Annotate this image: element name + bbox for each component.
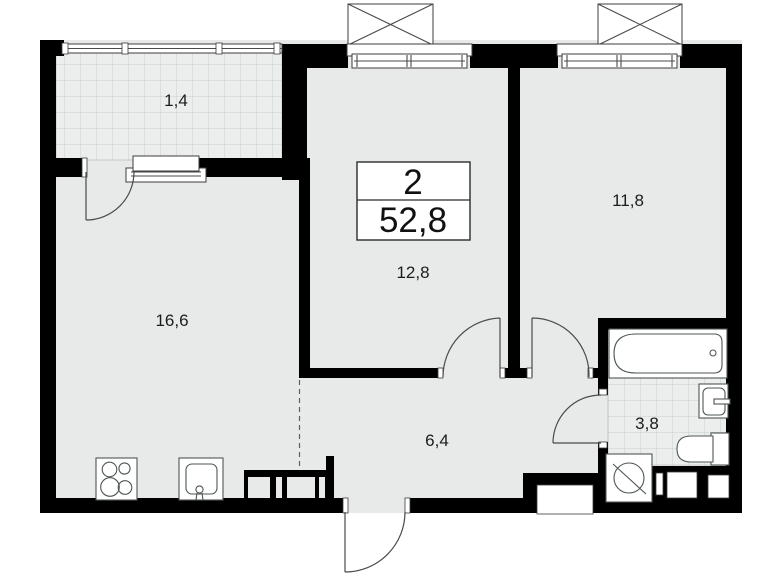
wall-bottom-left bbox=[40, 498, 343, 513]
wall-bedroom-divider bbox=[508, 68, 520, 368]
total-area: 52,8 bbox=[379, 201, 447, 240]
bathtub bbox=[608, 328, 728, 379]
wall-living-top-a bbox=[40, 158, 87, 177]
facade-box-1-cross-icon bbox=[347, 3, 434, 46]
jamb-bath-top bbox=[598, 388, 608, 396]
balcony-tile-floor bbox=[55, 51, 283, 161]
wash-basin-faucet-icon bbox=[713, 398, 731, 405]
niche-vent-mid bbox=[666, 471, 698, 499]
bedroom2-door bbox=[531, 317, 590, 378]
kitchen-sink-faucet-icon bbox=[195, 485, 204, 494]
wall-hall-top-b bbox=[500, 368, 532, 378]
kitchen-cabinet-end-post bbox=[326, 456, 334, 498]
bathtub-drain-icon bbox=[709, 349, 717, 357]
label-bedroom-2: 11,8 bbox=[612, 191, 644, 210]
title-box: 2 52,8 bbox=[356, 161, 471, 241]
jamb-balcony-door bbox=[81, 157, 88, 178]
kitchen-cabinet-panel-2 bbox=[276, 477, 282, 498]
jamb-bedroom1-left bbox=[437, 367, 444, 379]
kitchen-cabinet-panel-1 bbox=[248, 477, 270, 498]
window-balcony-living-lines bbox=[131, 171, 201, 177]
wall-left bbox=[40, 40, 56, 513]
wall-hall-top-a bbox=[299, 368, 443, 378]
niche-vent-small bbox=[655, 472, 664, 496]
washing-machine-slash-icon bbox=[612, 463, 647, 495]
wall-bathroom-left-lower bbox=[598, 442, 608, 502]
jamb-bedroom2-right bbox=[587, 367, 594, 379]
entrance-door bbox=[344, 511, 406, 573]
bedroom1-door bbox=[442, 317, 501, 378]
facade-box-2-cross-icon bbox=[597, 3, 683, 46]
wall-bathroom-left-upper bbox=[598, 318, 608, 395]
label-bathroom: 3,8 bbox=[635, 414, 659, 433]
window-bedroom2-lines bbox=[564, 55, 675, 67]
door-jambs bbox=[81, 157, 608, 514]
stove-burner-2 bbox=[118, 462, 131, 475]
balcony-glazing-post-1 bbox=[61, 42, 69, 55]
kitchen-cabinet-panel-4 bbox=[319, 477, 325, 498]
wall-living-bedroom1 bbox=[299, 158, 310, 378]
bathroom-door bbox=[552, 394, 602, 444]
fixtures bbox=[95, 328, 731, 503]
balcony-glazing-post-2 bbox=[121, 42, 129, 55]
jamb-bedroom2-left bbox=[526, 367, 533, 379]
window-bedroom1-lines bbox=[354, 55, 465, 67]
toilet-tank bbox=[710, 432, 730, 466]
jamb-bedroom1-right bbox=[499, 367, 506, 379]
kitchen-sink-basin bbox=[185, 463, 218, 495]
wall-top-1 bbox=[282, 44, 348, 68]
floors bbox=[40, 40, 742, 513]
title-box-frame bbox=[356, 161, 471, 241]
wall-living-top-b bbox=[199, 158, 307, 177]
label-hallway: 6,4 bbox=[425, 431, 449, 450]
balcony-glazing-post-3 bbox=[215, 42, 223, 55]
bathtub-basin bbox=[613, 333, 723, 374]
doors bbox=[85, 171, 602, 573]
wall-right bbox=[726, 44, 742, 513]
room-labels: 1,4 16,6 12,8 11,8 6,4 3,8 bbox=[155, 91, 658, 450]
kitchen-sink-faucet-stem bbox=[195, 492, 204, 501]
wall-top-2 bbox=[470, 44, 558, 68]
label-balcony: 1,4 bbox=[164, 91, 188, 110]
window-balcony-living-frame bbox=[132, 155, 200, 172]
label-living-kitchen: 16,6 bbox=[155, 311, 188, 330]
wall-bathroom-top bbox=[598, 318, 742, 330]
stove-burner-1 bbox=[101, 461, 118, 478]
stove-burner-3 bbox=[100, 477, 120, 497]
walls bbox=[40, 40, 742, 515]
kitchen-cabinet-panel-3 bbox=[287, 477, 315, 498]
label-bedroom-1: 12,8 bbox=[396, 263, 429, 282]
niche-vent-right bbox=[707, 474, 730, 499]
jamb-entrance-left bbox=[342, 497, 349, 514]
balcony-door bbox=[85, 171, 135, 221]
rooms-count: 2 bbox=[403, 163, 422, 202]
washing-machine-drum-icon bbox=[613, 462, 645, 494]
niche-step bbox=[536, 484, 594, 515]
toilet-bowl bbox=[676, 435, 714, 463]
jamb-entrance-right bbox=[404, 497, 411, 514]
windows bbox=[61, 3, 683, 183]
jamb-bath-bottom bbox=[598, 441, 608, 449]
balcony-glazing-post-4 bbox=[273, 42, 281, 55]
stove-burner-4 bbox=[117, 480, 133, 495]
wall-top-left-corner bbox=[40, 40, 64, 56]
